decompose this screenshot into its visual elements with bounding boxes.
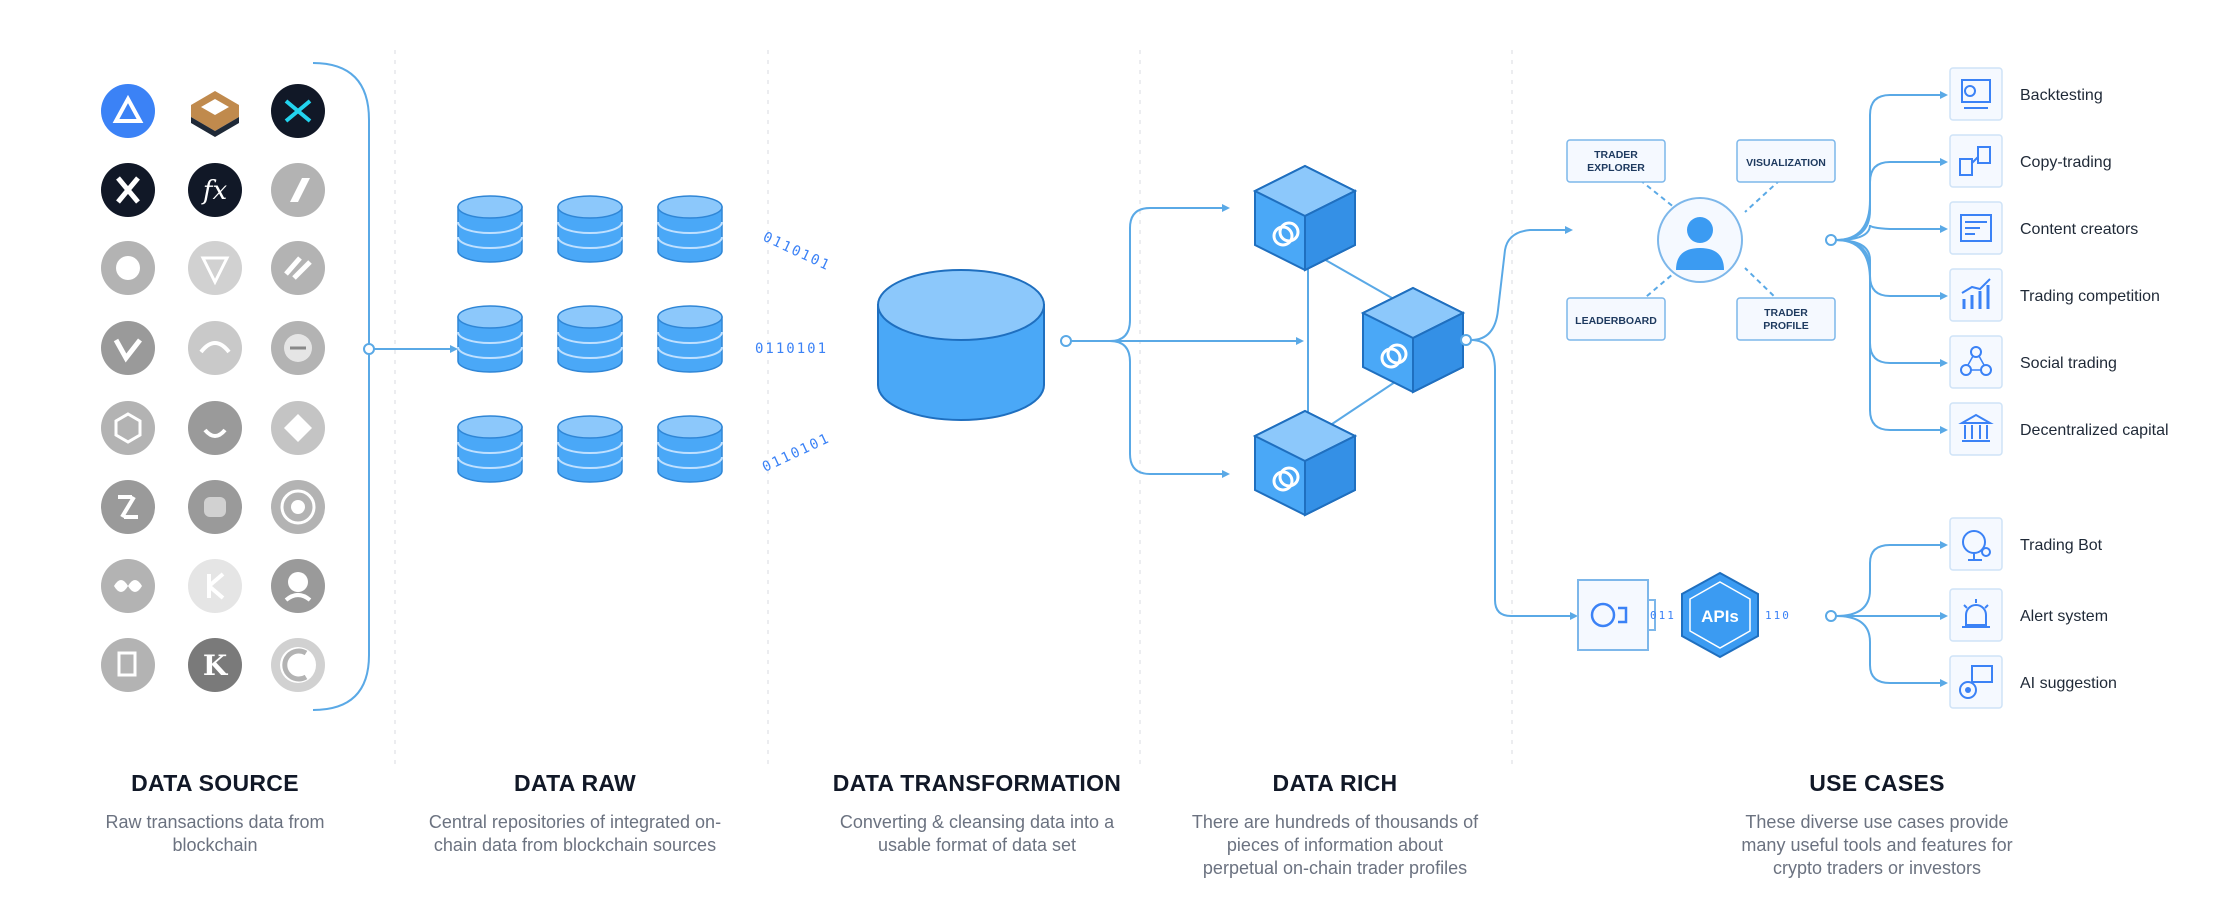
database-icon bbox=[557, 415, 623, 483]
k-logo-text: K bbox=[203, 649, 229, 682]
use-case-label: Content creators bbox=[2020, 221, 2138, 238]
arrow-logo-icon bbox=[271, 163, 325, 217]
smile-logo-icon bbox=[188, 401, 242, 455]
raw-databases bbox=[457, 195, 723, 483]
use-case-label: Decentralized capital bbox=[2020, 422, 2169, 439]
api-binary-right: 110 bbox=[1765, 609, 1791, 622]
database-icon bbox=[557, 195, 623, 263]
trader-explorer-label-2: EXPLORER bbox=[1587, 162, 1645, 174]
trader-avatar-icon bbox=[1657, 197, 1743, 283]
social-trading-icon bbox=[1949, 335, 2003, 389]
trader-explorer-label-1: TRADER bbox=[1594, 149, 1638, 161]
database-icon bbox=[657, 195, 723, 263]
api-use-case-label: Alert system bbox=[2020, 608, 2108, 625]
copy-trading-icon bbox=[1949, 134, 2003, 188]
database-icon bbox=[657, 305, 723, 373]
use-case-icons bbox=[1949, 67, 2003, 456]
use-case-label: Backtesting bbox=[2020, 87, 2103, 104]
leaderboard-label: LEADERBOARD bbox=[1575, 315, 1657, 327]
api-use-case-label: AI suggestion bbox=[2020, 675, 2117, 692]
stack-logo-icon bbox=[101, 638, 155, 692]
use-case-label: Trading competition bbox=[2020, 288, 2160, 305]
trading-bot-icon bbox=[1949, 517, 2003, 571]
binary-stream-top: 0110101 bbox=[760, 229, 833, 274]
api-use-case-icons bbox=[1949, 517, 2003, 709]
binary-stream-bottom: 0110101 bbox=[760, 430, 833, 475]
stripes-logo-icon bbox=[271, 241, 325, 295]
apis-hexagon-icon bbox=[1681, 571, 1759, 659]
database-icon bbox=[457, 195, 523, 263]
use-case-labels: Backtesting Copy-trading Content creator… bbox=[2020, 87, 2169, 439]
profile-cluster: TRADER EXPLORER VISUALIZATION LEADERBOAR… bbox=[1566, 139, 1836, 341]
visualization-label: VISUALIZATION bbox=[1746, 157, 1826, 169]
source-bracket bbox=[312, 62, 370, 711]
api-use-case-labels: Trading Bot Alert system AI suggestion bbox=[2020, 537, 2117, 692]
monkey-logo-icon bbox=[271, 559, 325, 613]
trading-competition-icon bbox=[1949, 268, 2003, 322]
decentralized-capital-icon bbox=[1949, 402, 2003, 456]
k-outline-logo-icon bbox=[188, 559, 242, 613]
swan-logo-icon bbox=[101, 241, 155, 295]
hex-logo-icon bbox=[101, 401, 155, 455]
fx-logo-text: fx bbox=[201, 176, 228, 206]
content-creators-icon bbox=[1949, 201, 2003, 255]
database-icon bbox=[657, 415, 723, 483]
trader-profile-label-1: TRADER bbox=[1764, 307, 1808, 319]
cube-bottom-icon bbox=[1253, 409, 1357, 517]
fx-logo-icon: fx bbox=[188, 163, 242, 217]
api-binary-left: 011 bbox=[1650, 609, 1676, 622]
backtesting-icon bbox=[1949, 67, 2003, 121]
aevo-logo-icon bbox=[101, 84, 155, 138]
cross-logo-icon bbox=[271, 84, 325, 138]
cylinder-logo-icon bbox=[188, 480, 242, 534]
c-ring-logo-icon bbox=[271, 638, 325, 692]
x-logo-icon bbox=[101, 163, 155, 217]
target-logo-icon bbox=[271, 480, 325, 534]
alert-system-icon bbox=[1949, 588, 2003, 642]
k-gothic-logo-icon: K bbox=[188, 638, 242, 692]
bolt-logo-icon bbox=[101, 480, 155, 534]
trader-profile-label-2: PROFILE bbox=[1763, 320, 1809, 332]
database-icon bbox=[557, 305, 623, 373]
apis-label: APIs bbox=[1701, 607, 1739, 626]
database-icon bbox=[457, 305, 523, 373]
v-logo-icon bbox=[101, 321, 155, 375]
use-case-label: Social trading bbox=[2020, 355, 2117, 372]
cube-top-icon bbox=[1253, 164, 1357, 272]
use-case-label: Copy-trading bbox=[2020, 154, 2112, 171]
shield-logo-icon bbox=[188, 241, 242, 295]
face-logo-icon bbox=[271, 321, 325, 375]
api-use-case-label: Trading Bot bbox=[2020, 537, 2103, 554]
database-icon bbox=[457, 415, 523, 483]
box-logo-icon bbox=[191, 91, 239, 137]
api-connector-icon bbox=[1577, 579, 1656, 651]
source-logos: fx K bbox=[101, 84, 325, 692]
diamond-logo-icon bbox=[271, 401, 325, 455]
ai-suggestion-icon bbox=[1949, 655, 2003, 709]
transformation-database-icon bbox=[877, 269, 1045, 421]
infinity-logo-icon bbox=[101, 559, 155, 613]
binary-stream-middle: 0110101 bbox=[755, 341, 828, 357]
cube-middle-icon bbox=[1361, 286, 1465, 394]
wave-logo-icon bbox=[188, 321, 242, 375]
